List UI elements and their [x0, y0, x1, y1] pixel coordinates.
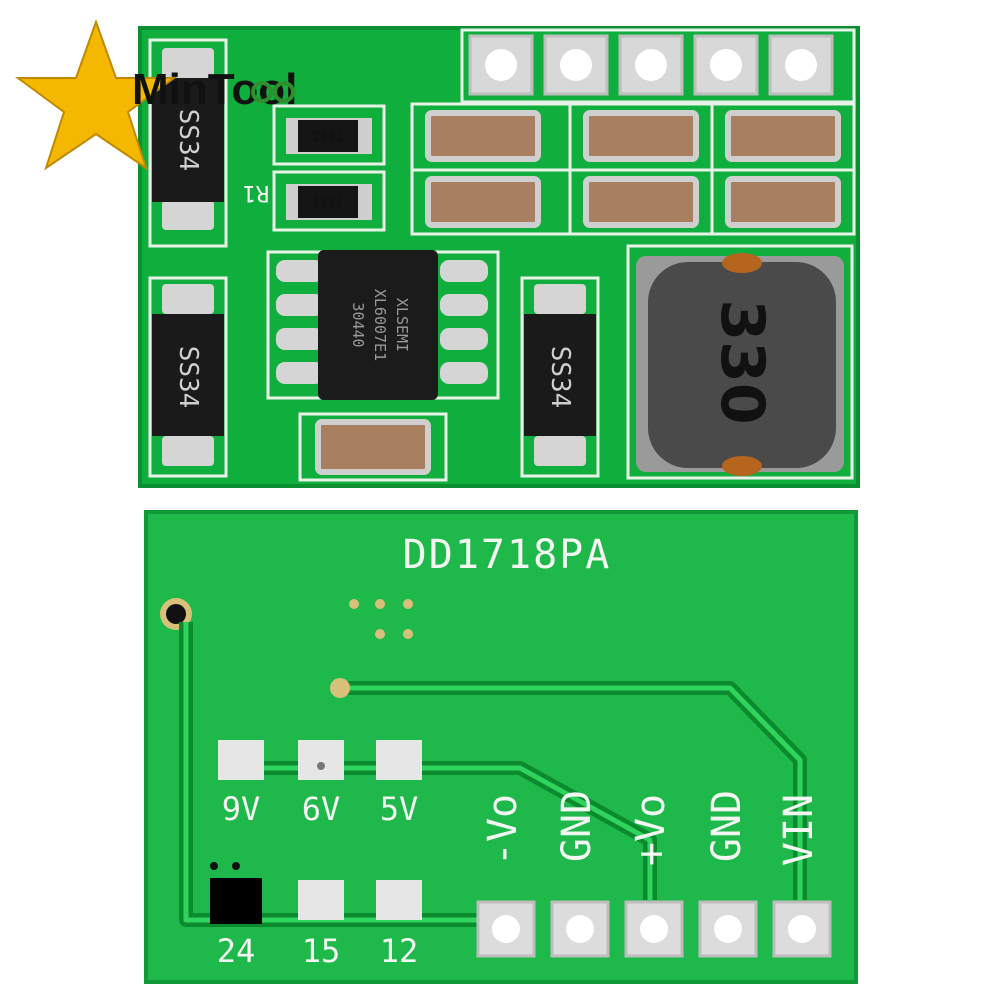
power-inductor: 330 — [626, 244, 854, 480]
resistor-code-2: 7681 — [312, 193, 343, 208]
resistor-code-1: 2001 — [312, 130, 343, 145]
select-label-6v: 6V — [302, 790, 341, 828]
star-icon — [14, 19, 178, 171]
mintool-logo: MinTool — [14, 19, 297, 171]
pin-labels: -Vo GND +Vo GND VIN — [480, 790, 822, 866]
inductor-marking: 330 — [707, 299, 777, 424]
xl6007-ic: XLSEMI XL6007E1 30440 — [266, 250, 500, 400]
pin-label-minus-vo: -Vo — [480, 794, 526, 866]
select-label-12: 12 — [380, 932, 419, 970]
select-label-15: 15 — [302, 932, 341, 970]
bottom-header-pads — [476, 900, 832, 958]
vias — [349, 599, 413, 639]
select-label-9v: 9V — [222, 790, 261, 828]
select-label-5v: 5V — [380, 790, 419, 828]
diode-marking-1: SS34 — [173, 109, 203, 172]
diode-marking-3: SS34 — [545, 346, 575, 409]
ic-marking-line1: XLSEMI — [393, 298, 411, 352]
voltage-select-pads-bottom: 24 15 12 — [210, 862, 422, 970]
top-header-pads — [460, 28, 856, 104]
pin-label-gnd-2: GND — [704, 790, 750, 862]
bottom-pcb-board: DD1718PA 9V 6V 5V — [144, 510, 858, 984]
select-label-24: 24 — [217, 932, 256, 970]
pin-label-gnd-1: GND — [554, 790, 600, 862]
ceramic-capacitors — [298, 102, 856, 482]
schottky-diodes: SS34 SS34 SS34 — [148, 38, 600, 478]
top-pcb-board: 2001 7681 R1 XLSEMI XL6007E1 30440 — [138, 26, 860, 488]
ic-marking-line3: 30440 — [349, 302, 367, 347]
board-model-label: DD1718PA — [403, 532, 612, 578]
voltage-select-pads-top: 9V 6V 5V — [218, 740, 422, 828]
resistor-silk-label: R1 — [243, 180, 270, 205]
pin-label-plus-vo: +Vo — [628, 794, 674, 866]
solder-bridge-24 — [210, 878, 262, 924]
diode-marking-2: SS34 — [173, 346, 203, 409]
gear-icon — [251, 81, 295, 103]
smd-resistors: 2001 7681 R1 — [243, 104, 386, 232]
ic-marking-line2: XL6007E1 — [371, 289, 389, 361]
pin-label-vin: VIN — [776, 794, 822, 866]
